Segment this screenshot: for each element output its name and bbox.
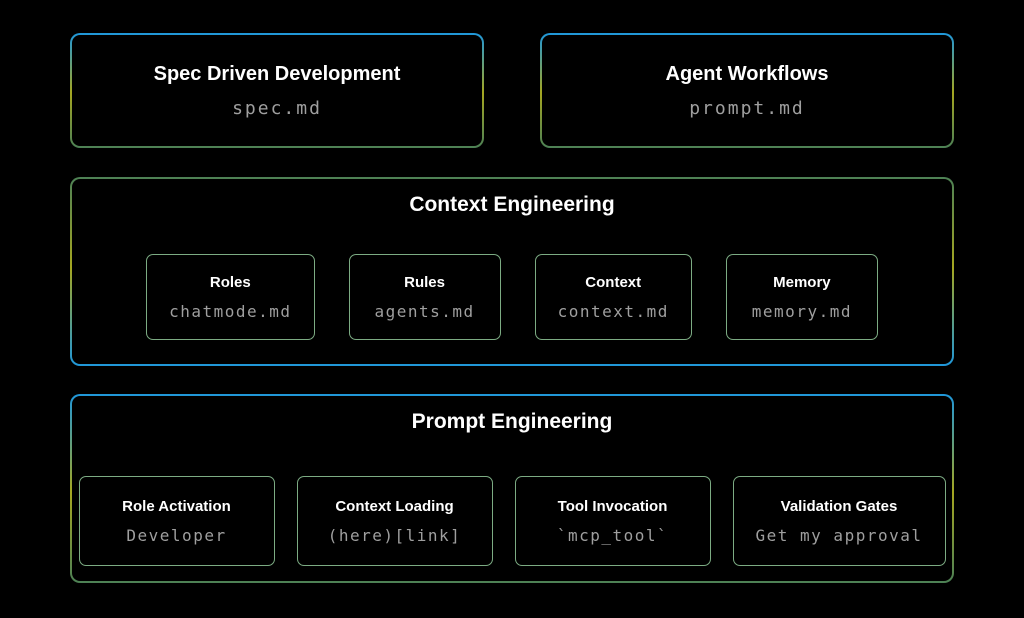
card-rules: Rules agents.md <box>348 254 501 341</box>
inner-card-title: Context Loading <box>335 497 454 515</box>
inner-card-title: Role Activation <box>122 497 231 515</box>
card-code: prompt.md <box>689 97 805 119</box>
inner-card-title: Memory <box>773 273 831 291</box>
card-agent-workflows: Agent Workflows prompt.md <box>540 33 954 148</box>
section-title: Context Engineering <box>409 193 615 216</box>
card-code: spec.md <box>232 97 322 119</box>
inner-card-code: Get my approval <box>755 525 923 545</box>
top-row: Spec Driven Development spec.md Agent Wo… <box>70 33 954 148</box>
inner-card-title: Rules <box>404 273 445 291</box>
inner-card-code: chatmode.md <box>169 301 292 321</box>
card-memory: Memory memory.md <box>725 254 878 341</box>
context-cards-row: Roles chatmode.md Rules agents.md Contex… <box>146 254 878 341</box>
section-prompt-engineering: Prompt Engineering Role Activation Devel… <box>70 394 954 583</box>
card-roles: Roles chatmode.md <box>146 254 315 341</box>
inner-card-title: Tool Invocation <box>557 497 668 515</box>
inner-card-title: Roles <box>209 273 251 291</box>
inner-card-title: Context <box>585 273 642 291</box>
card-context: Context context.md <box>534 254 692 341</box>
inner-card-code: agents.md <box>374 301 475 321</box>
inner-card-code: Developer <box>126 525 227 545</box>
section-title: Prompt Engineering <box>411 410 613 433</box>
card-spec-driven-development: Spec Driven Development spec.md <box>70 33 484 148</box>
card-context-loading: Context Loading (here)[link] <box>296 476 493 567</box>
inner-card-code: (here)[link] <box>327 525 462 545</box>
card-tool-invocation: Tool Invocation `mcp_tool` <box>514 476 711 567</box>
card-title: Spec Driven Development <box>153 62 401 85</box>
card-title: Agent Workflows <box>665 62 829 85</box>
prompt-cards-row: Role Activation Developer Context Loadin… <box>78 476 946 567</box>
inner-card-code: `mcp_tool` <box>556 525 669 545</box>
inner-card-title: Validation Gates <box>780 497 898 515</box>
section-context-engineering: Context Engineering Roles chatmode.md Ru… <box>70 177 954 366</box>
inner-card-code: memory.md <box>751 301 852 321</box>
card-role-activation: Role Activation Developer <box>78 476 275 567</box>
inner-card-code: context.md <box>557 301 669 321</box>
card-validation-gates: Validation Gates Get my approval <box>732 476 946 567</box>
